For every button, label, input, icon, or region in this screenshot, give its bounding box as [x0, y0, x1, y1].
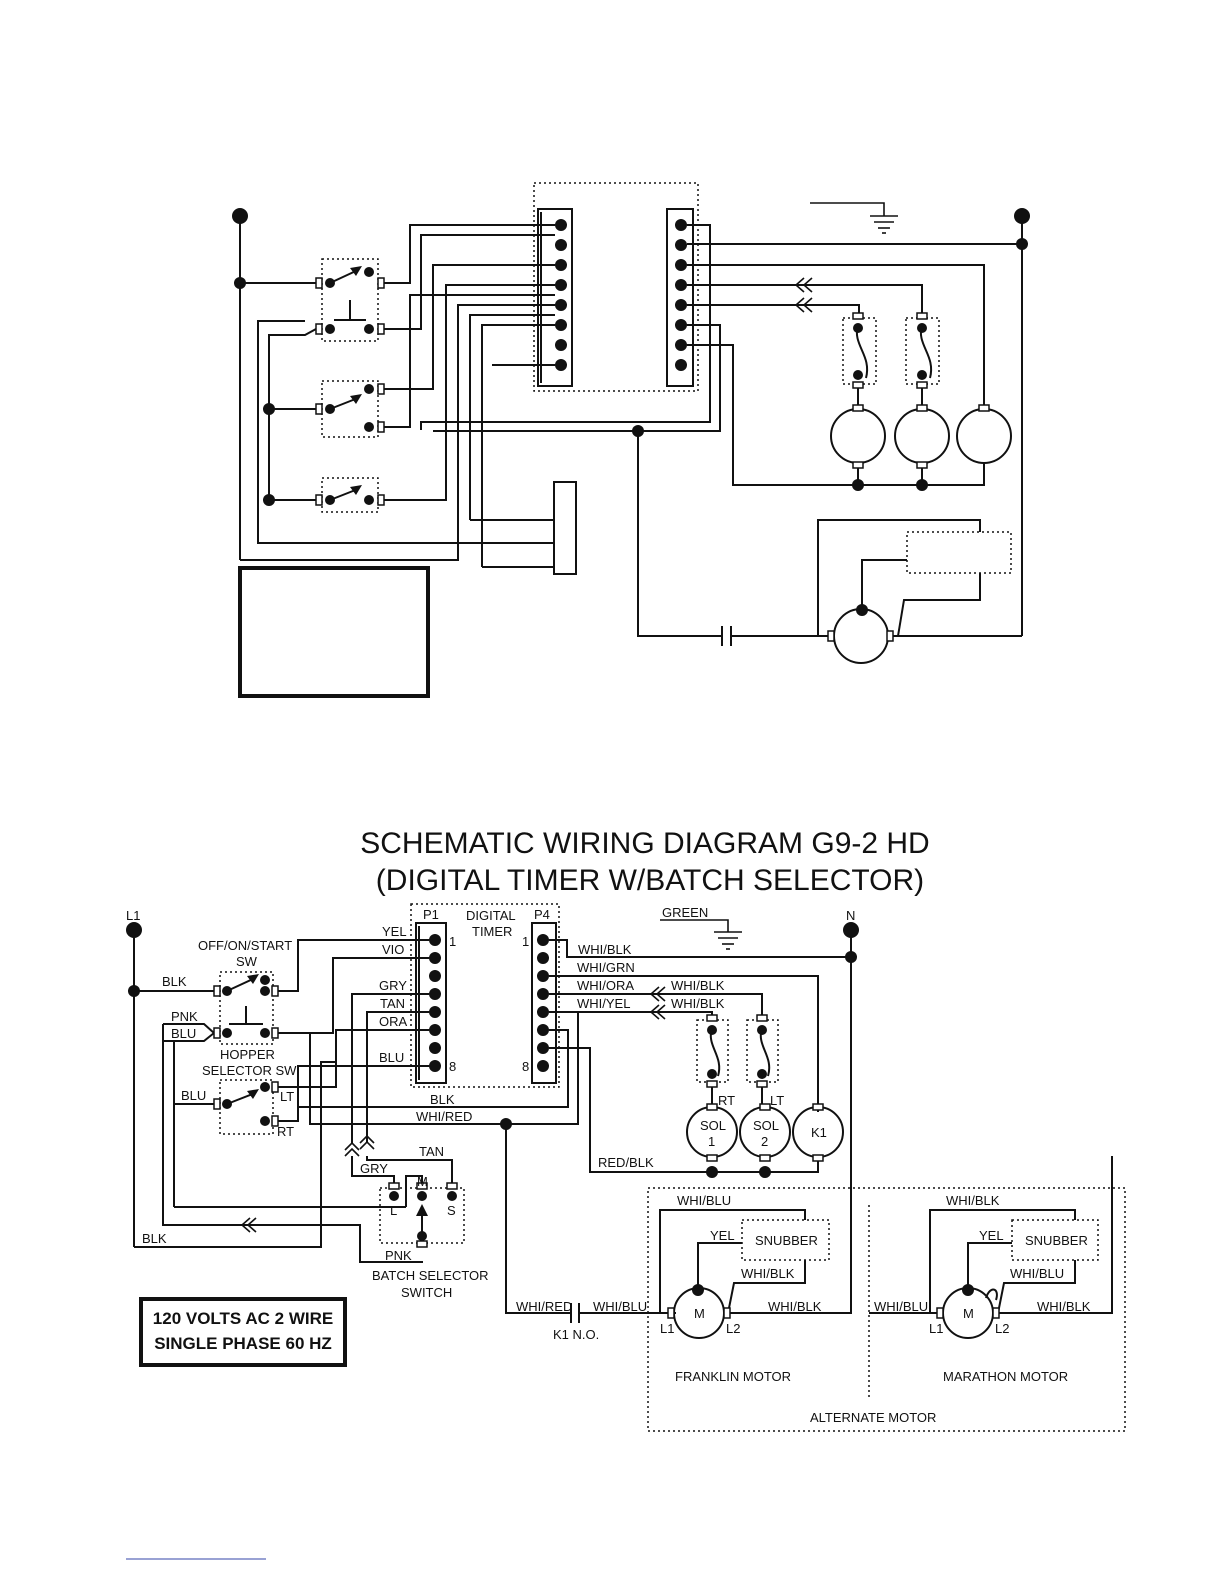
label-franklin-motor: FRANKLIN MOTOR — [675, 1369, 791, 1384]
label-alternate-motor: ALTERNATE MOTOR — [810, 1410, 936, 1425]
label-switch: SWITCH — [401, 1285, 452, 1300]
label-whi-grn: WHI/GRN — [577, 960, 635, 975]
label-tan-batch: TAN — [419, 1144, 444, 1159]
bottom-schematic: L1 N GREEN OFF/ON/START SW BLK PNK — [126, 903, 1126, 1432]
label-timer: TIMER — [472, 924, 512, 939]
label-whi-red-wire: WHI/RED — [416, 1109, 472, 1124]
label-l1: L1 — [126, 908, 140, 923]
label-p1-pin1: 1 — [449, 934, 456, 949]
label-blu-1: BLU — [171, 1026, 196, 1041]
label-m-batch: M — [417, 1174, 428, 1189]
label-p4-pin8: 8 — [522, 1059, 529, 1074]
label-off-on-start: OFF/ON/START — [198, 938, 292, 953]
label-n: N — [846, 908, 855, 923]
label-p4-pin1: 1 — [522, 934, 529, 949]
timer-p4-pins — [537, 934, 549, 1072]
label-blu-2: BLU — [181, 1088, 206, 1103]
label-red-blk: RED/BLK — [598, 1155, 654, 1170]
label-p1-pin8: 8 — [449, 1059, 456, 1074]
label-sw: SW — [236, 954, 258, 969]
label-whi-yel: WHI/YEL — [577, 996, 630, 1011]
label-whi-blk-franklin-mid: WHI/BLK — [741, 1266, 795, 1281]
label-selector-sw: SELECTOR SW — [202, 1063, 297, 1078]
label-m-marathon: M — [963, 1306, 974, 1321]
label-vio-wire: VIO — [382, 942, 404, 957]
label-l1-franklin: L1 — [660, 1321, 674, 1336]
label-ora-wire: ORA — [379, 1014, 408, 1029]
top-timer-p4-pins — [675, 219, 687, 371]
label-whi-blu-k1: WHI/BLU — [593, 1299, 647, 1314]
label-m-franklin: M — [694, 1306, 705, 1321]
label-marathon-motor: MARATHON MOTOR — [943, 1369, 1068, 1384]
label-whi-blu-marathon-left: WHI/BLU — [874, 1299, 928, 1314]
label-whi-blu-marathon-mid: WHI/BLU — [1010, 1266, 1064, 1281]
label-whi-blu-franklin-top: WHI/BLU — [677, 1193, 731, 1208]
label-whi-blk-franklin-right: WHI/BLK — [768, 1299, 822, 1314]
label-sol2-num: 2 — [761, 1134, 768, 1149]
label-sol1-num: 1 — [708, 1134, 715, 1149]
top-schematic — [232, 182, 1030, 698]
label-rt-switch: RT — [277, 1124, 294, 1139]
label-digital: DIGITAL — [466, 908, 516, 923]
voltage-note-line1: 120 VOLTS AC 2 WIRE — [153, 1309, 333, 1328]
label-sol1: SOL — [700, 1118, 726, 1133]
label-sol2: SOL — [753, 1118, 779, 1133]
label-blu-wire: BLU — [379, 1050, 404, 1065]
label-whi-red-k1: WHI/RED — [516, 1299, 572, 1314]
label-tan-wire: TAN — [380, 996, 405, 1011]
label-l2-franklin: L2 — [726, 1321, 740, 1336]
label-k1-no: K1 N.O. — [553, 1327, 599, 1342]
label-whi-blk-2: WHI/BLK — [671, 978, 725, 993]
label-yel-franklin: YEL — [710, 1228, 735, 1243]
label-s-batch: S — [447, 1203, 456, 1218]
diagram-title-line2: (DIGITAL TIMER W/BATCH SELECTOR) — [376, 864, 924, 897]
label-gry-wire: GRY — [379, 978, 407, 993]
label-snubber-marathon: SNUBBER — [1025, 1233, 1088, 1248]
label-whi-blk-1: WHI/BLK — [578, 942, 632, 957]
label-p1: P1 — [423, 907, 439, 922]
label-yel-marathon: YEL — [979, 1228, 1004, 1243]
label-k1: K1 — [811, 1125, 827, 1140]
top-empty-note-box — [238, 566, 430, 698]
label-rt-sol: RT — [718, 1093, 735, 1108]
label-blk-wire: BLK — [430, 1092, 455, 1107]
label-blk-2: BLK — [142, 1231, 167, 1246]
voltage-note-line2: SINGLE PHASE 60 HZ — [154, 1334, 332, 1353]
label-lt-sol: LT — [770, 1093, 784, 1108]
label-hopper: HOPPER — [220, 1047, 275, 1062]
label-whi-ora: WHI/ORA — [577, 978, 634, 993]
label-p4: P4 — [534, 907, 550, 922]
label-blk-1: BLK — [162, 974, 187, 989]
label-yel-wire: YEL — [382, 924, 407, 939]
label-l-batch: L — [390, 1203, 397, 1218]
label-gry-batch: GRY — [360, 1161, 388, 1176]
label-lt-switch: LT — [280, 1089, 294, 1104]
label-green: GREEN — [662, 905, 708, 920]
label-pnk-batch: PNK — [385, 1248, 412, 1263]
voltage-note-box — [139, 1297, 347, 1367]
label-whi-blk-marathon-top: WHI/BLK — [946, 1193, 1000, 1208]
label-snubber-franklin: SNUBBER — [755, 1233, 818, 1248]
label-l1-marathon: L1 — [929, 1321, 943, 1336]
label-batch-selector: BATCH SELECTOR — [372, 1268, 489, 1283]
timer-p1-pins — [429, 934, 441, 1072]
label-whi-blk-marathon-right: WHI/BLK — [1037, 1299, 1091, 1314]
label-pnk-1: PNK — [171, 1009, 198, 1024]
label-l2-marathon: L2 — [995, 1321, 1009, 1336]
top-timer-p1-pins — [555, 219, 567, 371]
diagram-title-line1: SCHEMATIC WIRING DIAGRAM G9-2 HD — [360, 827, 929, 860]
label-whi-blk-3: WHI/BLK — [671, 996, 725, 1011]
